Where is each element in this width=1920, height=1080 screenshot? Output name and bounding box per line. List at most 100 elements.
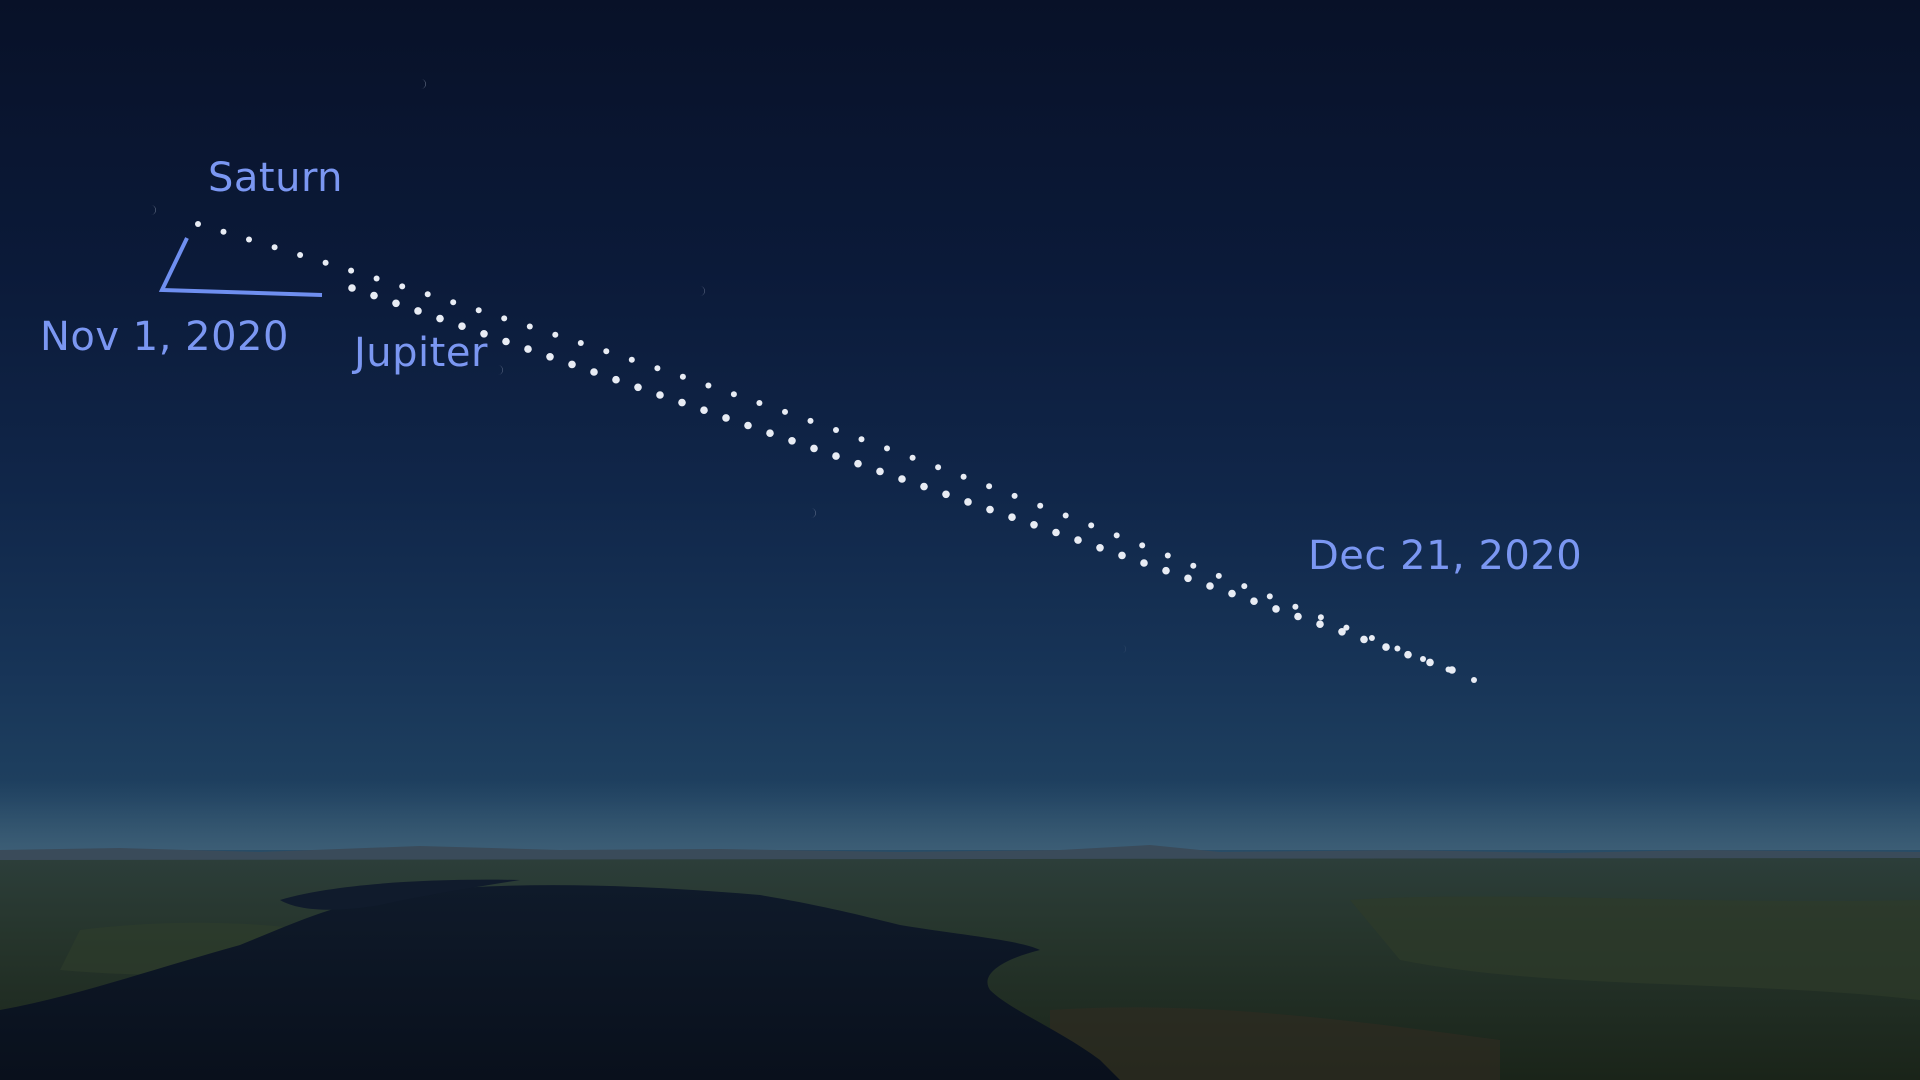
saturn-position-dot xyxy=(1266,593,1273,600)
jupiter-position-dot xyxy=(964,498,972,506)
saturn-position-dot xyxy=(1292,603,1299,610)
jupiter-position-dot xyxy=(766,429,774,438)
saturn-position-dot xyxy=(246,236,252,243)
saturn-position-dot xyxy=(909,454,916,461)
jupiter-position-dot xyxy=(436,314,444,323)
jupiter-position-dot xyxy=(1074,536,1082,544)
saturn-position-dot xyxy=(603,348,610,355)
saturn-position-dot xyxy=(628,356,635,363)
saturn-position-dot xyxy=(552,331,559,338)
saturn-position-dot xyxy=(1420,656,1426,662)
saturn-position-dot xyxy=(501,315,508,322)
jupiter-position-dot xyxy=(458,322,466,331)
saturn-position-dot xyxy=(935,464,942,471)
jupiter-position-dot xyxy=(1448,666,1456,674)
saturn-position-dot xyxy=(756,400,763,406)
jupiter-position-dot xyxy=(744,421,752,430)
jupiter-position-dot xyxy=(348,284,356,292)
jupiter-position-dot xyxy=(546,353,554,361)
saturn-position-dot xyxy=(730,391,737,398)
saturn-position-dot xyxy=(1471,677,1477,683)
jupiter-position-dot xyxy=(656,391,664,399)
saturn-position-dot xyxy=(1394,645,1401,652)
jupiter-position-dot xyxy=(700,406,708,415)
jupiter-position-dot xyxy=(1338,628,1346,636)
jupiter-position-dot xyxy=(876,467,884,476)
saturn-position-dot xyxy=(1190,562,1197,569)
saturn-position-dot xyxy=(373,275,380,282)
jupiter-position-dot xyxy=(612,375,620,384)
jupiter-position-dot xyxy=(634,383,642,392)
jupiter-position-dot xyxy=(1118,551,1126,560)
saturn-position-dot xyxy=(271,244,278,251)
saturn-position-dot xyxy=(220,228,227,235)
jupiter-position-dot xyxy=(1184,574,1192,583)
saturn-position-dot xyxy=(1139,542,1146,549)
field-patch xyxy=(1350,896,1920,1000)
jupiter-position-dot xyxy=(1052,528,1060,537)
jupiter-position-dot xyxy=(1360,635,1368,644)
jupiter-position-dot xyxy=(898,475,906,483)
lake xyxy=(0,885,1120,1080)
jupiter-position-dot xyxy=(1206,582,1214,590)
saturn-position-dot xyxy=(782,408,788,415)
crescent-moon-icon xyxy=(498,365,503,375)
jupiter-position-dot xyxy=(854,459,862,468)
saturn-position-dot xyxy=(577,340,584,346)
jupiter-position-dot xyxy=(1294,612,1302,621)
saturn-position-dot xyxy=(679,373,686,380)
saturn-position-dot xyxy=(526,323,533,330)
end-date-label: Dec 21, 2020 xyxy=(1308,533,1583,579)
jupiter-position-dot xyxy=(414,307,422,315)
jupiter-position-dot xyxy=(722,414,730,422)
saturn-position-dot xyxy=(297,252,304,258)
jupiter-position-dot xyxy=(502,337,510,346)
jupiter-position-dot xyxy=(568,360,576,369)
saturn-position-dot xyxy=(348,267,355,274)
jupiter-position-dot xyxy=(1030,521,1038,529)
jupiter-position-dot xyxy=(810,444,818,453)
jupiter-position-dot xyxy=(1096,544,1104,552)
jupiter-position-dot xyxy=(370,291,378,300)
saturn-position-dot xyxy=(1037,502,1044,509)
jupiter-position-dot xyxy=(832,452,840,460)
jupiter-label: Jupiter xyxy=(354,330,488,376)
saturn-position-dot xyxy=(1343,624,1350,631)
saturn-position-dot xyxy=(807,417,814,424)
saturn-position-dot xyxy=(986,483,993,490)
horizon-haze xyxy=(0,780,1920,850)
saturn-position-dot xyxy=(1317,614,1324,621)
bracket-pointer-icon xyxy=(158,237,323,297)
saturn-position-dot xyxy=(1113,532,1120,539)
start-date-label: Nov 1, 2020 xyxy=(40,314,289,360)
jupiter-position-dot xyxy=(1316,620,1324,628)
crescent-moon-icon xyxy=(1122,645,1126,653)
jupiter-path xyxy=(348,284,1456,674)
saturn-position-dot xyxy=(1241,583,1248,590)
saturn-position-dot xyxy=(960,473,967,480)
jupiter-position-dot xyxy=(1426,658,1434,667)
saturn-position-dot xyxy=(833,427,839,433)
saturn-label: Saturn xyxy=(208,155,344,201)
saturn-position-dot xyxy=(1011,492,1018,499)
jupiter-position-dot xyxy=(942,490,950,499)
jupiter-position-dot xyxy=(1382,643,1390,651)
saturn-position-dot xyxy=(884,445,890,452)
saturn-position-dot xyxy=(654,365,661,372)
saturn-position-dot xyxy=(424,291,431,298)
lake-inlet xyxy=(280,879,520,910)
saturn-position-dot xyxy=(705,382,712,389)
jupiter-position-dot xyxy=(1272,605,1280,613)
jupiter-position-dot xyxy=(1008,513,1016,521)
saturn-position-dot xyxy=(1088,522,1095,529)
jupiter-position-dot xyxy=(678,398,686,407)
saturn-position-dot xyxy=(1164,552,1171,559)
jupiter-position-dot xyxy=(590,368,598,376)
jupiter-position-dot xyxy=(1228,589,1236,598)
jupiter-position-dot xyxy=(1140,559,1148,567)
saturn-position-dot xyxy=(858,436,865,443)
saturn-position-dot xyxy=(399,283,406,290)
